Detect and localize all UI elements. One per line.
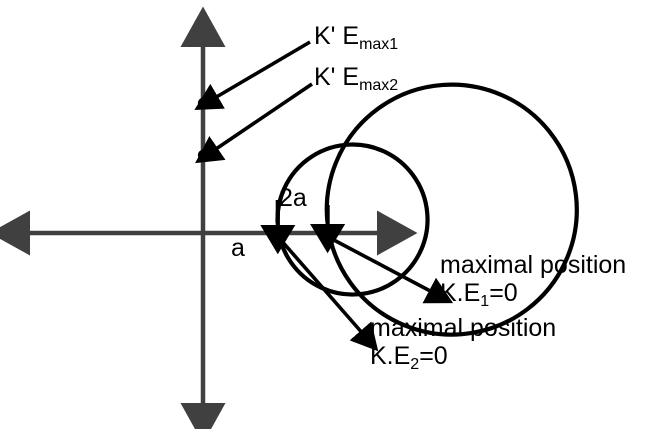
outer-radius-label: 2a (279, 184, 307, 212)
kmax2-leader-arrow (195, 82, 314, 164)
maximal-position-1-ke-sub: 1 (480, 293, 490, 310)
kmax1-label: K' Emax1 (314, 22, 399, 53)
maximal-position-1-label: maximal position K.E1=0 (440, 251, 627, 310)
inner-top-point (197, 149, 209, 161)
maximal-position-2-line2: K.E2=0 (370, 342, 556, 373)
kmax1-leader-arrow (194, 40, 311, 110)
kmax2-label-text: K' E (314, 63, 360, 91)
kmax2-label: K' Emax2 (314, 63, 399, 94)
maximal-position-2-ke-prefix: K.E (370, 342, 411, 370)
maximal-position-2-ke-sub: 2 (410, 356, 420, 373)
outer-circle-2a (309, 82, 579, 337)
maximal-position-1-ke-prefix: K.E (440, 279, 481, 307)
inner-circle-a (260, 142, 430, 297)
kmax2-label-sub: max2 (359, 77, 399, 94)
maximal-position-2-line1: maximal position (370, 314, 557, 342)
maximal-position-2-label: maximal position K.E2=0 (370, 314, 557, 373)
inner-radius-label: a (231, 234, 245, 262)
maximal-position-2-leader-arrow (278, 237, 379, 352)
kmax1-label-text: K' E (314, 22, 360, 50)
outer-circle-path (324, 82, 579, 337)
maximal-position-2-ke-suffix: =0 (419, 342, 448, 370)
maximal-position-1-line1: maximal position (440, 251, 627, 279)
maximal-position-1-leader-arrow (331, 237, 454, 304)
outer-top-point (197, 97, 209, 109)
kmax1-label-sub: max1 (359, 36, 399, 53)
maximal-position-1-ke-suffix: =0 (489, 279, 518, 307)
maximal-position-1-line2: K.E1=0 (440, 279, 626, 310)
inner-circle-path (275, 142, 430, 297)
